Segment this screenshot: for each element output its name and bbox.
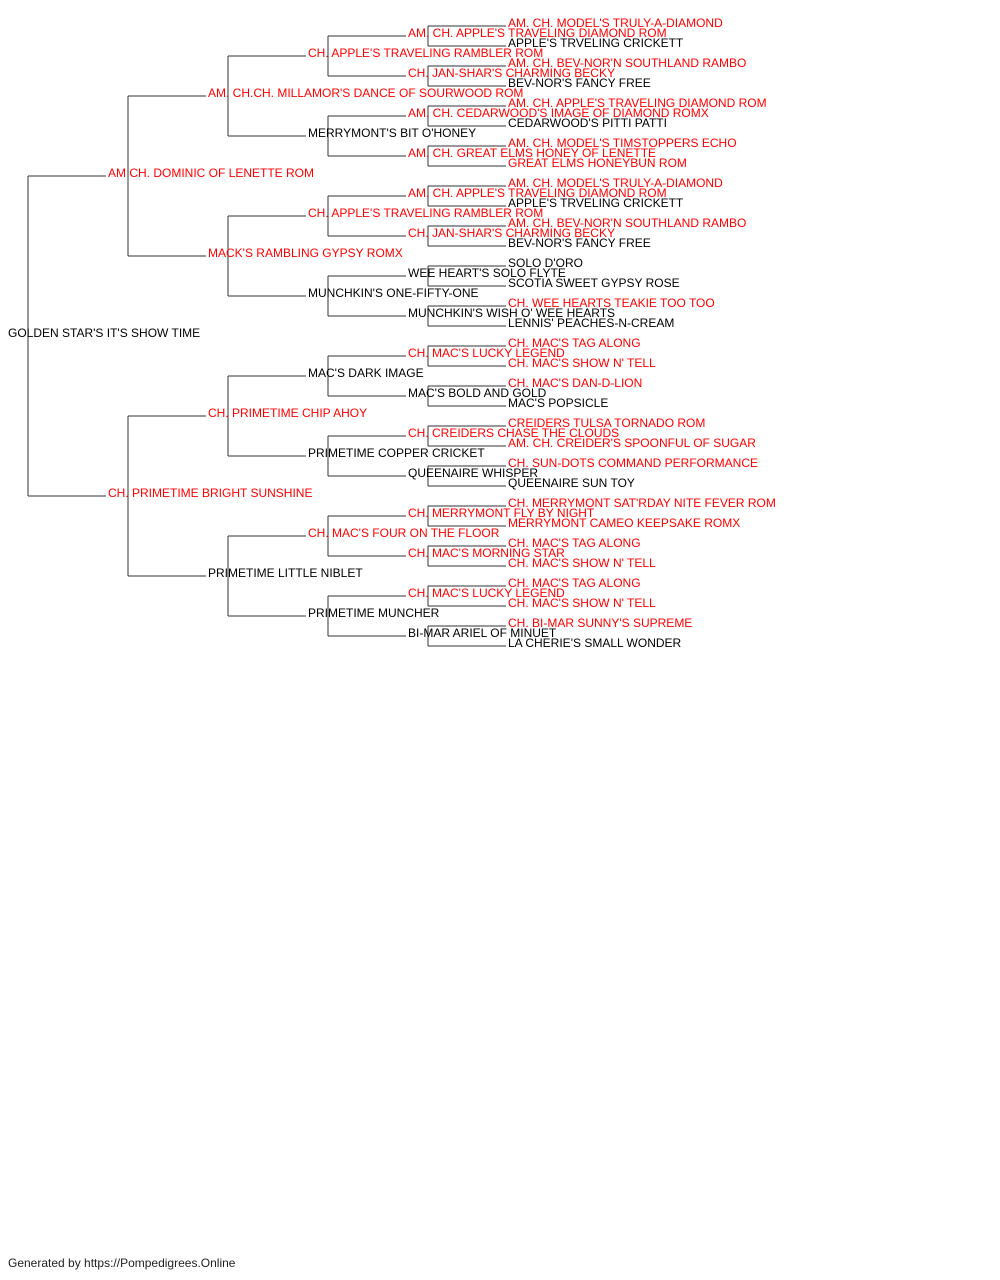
- ancestor-gen2-name: MACK'S RAMBLING GYPSY ROMX: [208, 246, 403, 260]
- ancestor-gen3-name: MERRYMONT'S BIT O'HONEY: [308, 126, 476, 140]
- ancestor-gen5-name: BEV-NOR'S FANCY FREE: [508, 236, 651, 250]
- ancestor-gen2-name: AM. CH.CH. MILLAMOR'S DANCE OF SOURWOOD …: [208, 86, 523, 100]
- ancestor-gen5-name: AM. CH. BEV-NOR'N SOUTHLAND RAMBO: [508, 216, 746, 230]
- ancestor-gen5-name: CH. SUN-DOTS COMMAND PERFORMANCE: [508, 456, 758, 470]
- ancestor-gen5-name: AM. CH. BEV-NOR'N SOUTHLAND RAMBO: [508, 56, 746, 70]
- ancestor-gen3-name: MAC'S DARK IMAGE: [308, 366, 424, 380]
- ancestor-gen5-name: LENNIS' PEACHES-N-CREAM: [508, 316, 674, 330]
- ancestor-gen1-name: AM CH. DOMINIC OF LENETTE ROM: [108, 166, 314, 180]
- ancestor-gen5-name: CH. MAC'S TAG ALONG: [508, 336, 641, 350]
- ancestor-gen4-name: BI-MAR ARIEL OF MINUET: [408, 626, 557, 640]
- ancestor-gen5-name: SCOTIA SWEET GYPSY ROSE: [508, 276, 680, 290]
- ancestor-gen3-name: MUNCHKIN'S ONE-FIFTY-ONE: [308, 286, 479, 300]
- ancestor-gen3-name: CH. APPLE'S TRAVELING RAMBLER ROM: [308, 206, 543, 220]
- ancestor-gen4-name: QUEENAIRE WHISPER: [408, 466, 538, 480]
- ancestor-gen5-name: CH. MAC'S SHOW N' TELL: [508, 596, 656, 610]
- ancestor-gen5-name: AM. CH. CREIDER'S SPOONFUL OF SUGAR: [508, 436, 756, 450]
- ancestor-gen3-name: CH. APPLE'S TRAVELING RAMBLER ROM: [308, 46, 543, 60]
- ancestor-gen4-name: CH. JAN-SHAR'S CHARMING BECKY: [408, 226, 615, 240]
- ancestor-gen5-name: SOLO D'ORO: [508, 256, 583, 270]
- ancestor-gen5-name: AM. CH. MODEL'S TRULY-A-DIAMOND: [508, 16, 723, 30]
- ancestor-gen5-name: CH. MERRYMONT SAT'RDAY NITE FEVER ROM: [508, 496, 776, 510]
- ancestor-gen5-name: BEV-NOR'S FANCY FREE: [508, 76, 651, 90]
- ancestor-gen5-name: MAC'S POPSICLE: [508, 396, 608, 410]
- ancestor-gen5-name: CREIDERS TULSA TORNADO ROM: [508, 416, 705, 430]
- ancestor-gen5-name: CH. MAC'S DAN-D-LION: [508, 376, 642, 390]
- ancestor-gen5-name: APPLE'S TRVELING CRICKETT: [508, 196, 684, 210]
- ancestor-gen2-name: CH. PRIMETIME CHIP AHOY: [208, 406, 367, 420]
- ancestor-gen1-name: CH. PRIMETIME BRIGHT SUNSHINE: [108, 486, 312, 500]
- ancestor-gen3-name: CH. MAC'S FOUR ON THE FLOOR: [308, 526, 500, 540]
- ancestor-gen5-name: LA CHERIE'S SMALL WONDER: [508, 636, 682, 650]
- ancestor-gen5-name: APPLE'S TRVELING CRICKETT: [508, 36, 684, 50]
- ancestor-gen4-name: CH. MAC'S MORNING STAR: [408, 546, 565, 560]
- ancestor-gen4-name: CH. MAC'S LUCKY LEGEND: [408, 586, 565, 600]
- ancestor-gen4-name: AM. CH. APPLE'S TRAVELING DIAMOND ROM: [408, 186, 667, 200]
- ancestor-gen4-name: MAC'S BOLD AND GOLD: [408, 386, 547, 400]
- ancestor-gen3-name: PRIMETIME COPPER CRICKET: [308, 446, 485, 460]
- ancestor-gen3-name: PRIMETIME MUNCHER: [308, 606, 440, 620]
- ancestor-gen4-name: AM. CH. GREAT ELMS HONEY OF LENETTE: [408, 146, 656, 160]
- ancestor-gen5-name: AM. CH. MODEL'S TRULY-A-DIAMOND: [508, 176, 723, 190]
- ancestor-gen4-name: CH. JAN-SHAR'S CHARMING BECKY: [408, 66, 615, 80]
- ancestor-gen4-name: CH. MERRYMONT FLY BY NIGHT: [408, 506, 595, 520]
- ancestor-gen5-name: CH. WEE HEARTS TEAKIE TOO TOO: [508, 296, 715, 310]
- footer-credit: Generated by https://Pompedigrees.Online: [8, 1256, 236, 1270]
- ancestor-gen5-name: QUEENAIRE SUN TOY: [508, 476, 635, 490]
- ancestor-gen5-name: GREAT ELMS HONEYBUN ROM: [508, 156, 687, 170]
- ancestor-gen4-name: CH. MAC'S LUCKY LEGEND: [408, 346, 565, 360]
- ancestor-gen2-name: PRIMETIME LITTLE NIBLET: [208, 566, 363, 580]
- ancestor-gen5-name: CH. MAC'S SHOW N' TELL: [508, 356, 656, 370]
- ancestor-gen5-name: AM. CH. MODEL'S TIMSTOPPERS ECHO: [508, 136, 737, 150]
- ancestor-gen5-name: CEDARWOOD'S PITTI PATTI: [508, 116, 667, 130]
- ancestor-gen4-name: WEE HEART'S SOLO FLYTE: [408, 266, 566, 280]
- ancestor-gen5-name: CH. MAC'S TAG ALONG: [508, 576, 641, 590]
- ancestor-gen4-name: AM. CH. CEDARWOOD'S IMAGE OF DIAMOND ROM…: [408, 106, 709, 120]
- ancestor-gen4-name: CH. CREIDERS CHASE THE CLOUDS: [408, 426, 619, 440]
- ancestor-gen5-name: MERRYMONT CAMEO KEEPSAKE ROMX: [508, 516, 740, 530]
- ancestor-gen4-name: MUNCHKIN'S WISH O' WEE HEARTS: [408, 306, 615, 320]
- ancestor-gen5-name: CH. MAC'S TAG ALONG: [508, 536, 641, 550]
- ancestor-gen5-name: AM. CH. APPLE'S TRAVELING DIAMOND ROM: [508, 96, 767, 110]
- ancestor-gen5-name: CH. BI-MAR SUNNY'S SUPREME: [508, 616, 692, 630]
- subject-name: GOLDEN STAR'S IT'S SHOW TIME: [8, 326, 200, 340]
- ancestor-gen4-name: AM. CH. APPLE'S TRAVELING DIAMOND ROM: [408, 26, 667, 40]
- ancestor-gen5-name: CH. MAC'S SHOW N' TELL: [508, 556, 656, 570]
